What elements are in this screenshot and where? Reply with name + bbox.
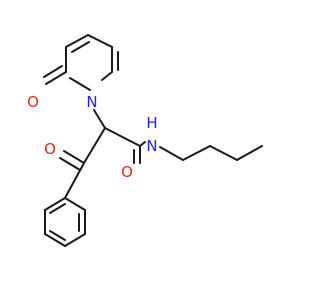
bond [69, 77, 91, 91]
bond [64, 233, 86, 247]
bond [64, 197, 86, 211]
atom-oxygen-ring-carbonyl: O [27, 93, 39, 111]
bond [159, 146, 184, 161]
bond [236, 145, 263, 161]
bond [44, 233, 66, 247]
bond [44, 197, 66, 211]
atom-nitrogen-ring: N [86, 93, 97, 111]
bond [83, 127, 106, 164]
bond [71, 41, 90, 53]
bonds [43, 34, 263, 247]
bond [49, 203, 66, 214]
atom-labels: O N O N H O [27, 93, 158, 181]
atom-oxygen-amide: O [121, 163, 133, 181]
bond [63, 150, 85, 164]
bond [87, 34, 113, 48]
bond [65, 34, 89, 48]
bond [49, 230, 66, 241]
bond [45, 71, 67, 85]
bond [64, 162, 85, 199]
atom-hydrogen-amide: H [146, 114, 157, 132]
bond [59, 157, 81, 171]
bond [43, 65, 63, 78]
bond [104, 127, 141, 147]
bond [139, 141, 146, 147]
atom-nitrogen-amide: N [146, 137, 157, 155]
bond [93, 109, 106, 129]
bond [101, 71, 113, 81]
bond [182, 145, 211, 161]
bond [209, 145, 238, 161]
atom-oxygen-ketone: O [44, 140, 56, 158]
molecule-structure: O N O N H O [27, 34, 263, 247]
